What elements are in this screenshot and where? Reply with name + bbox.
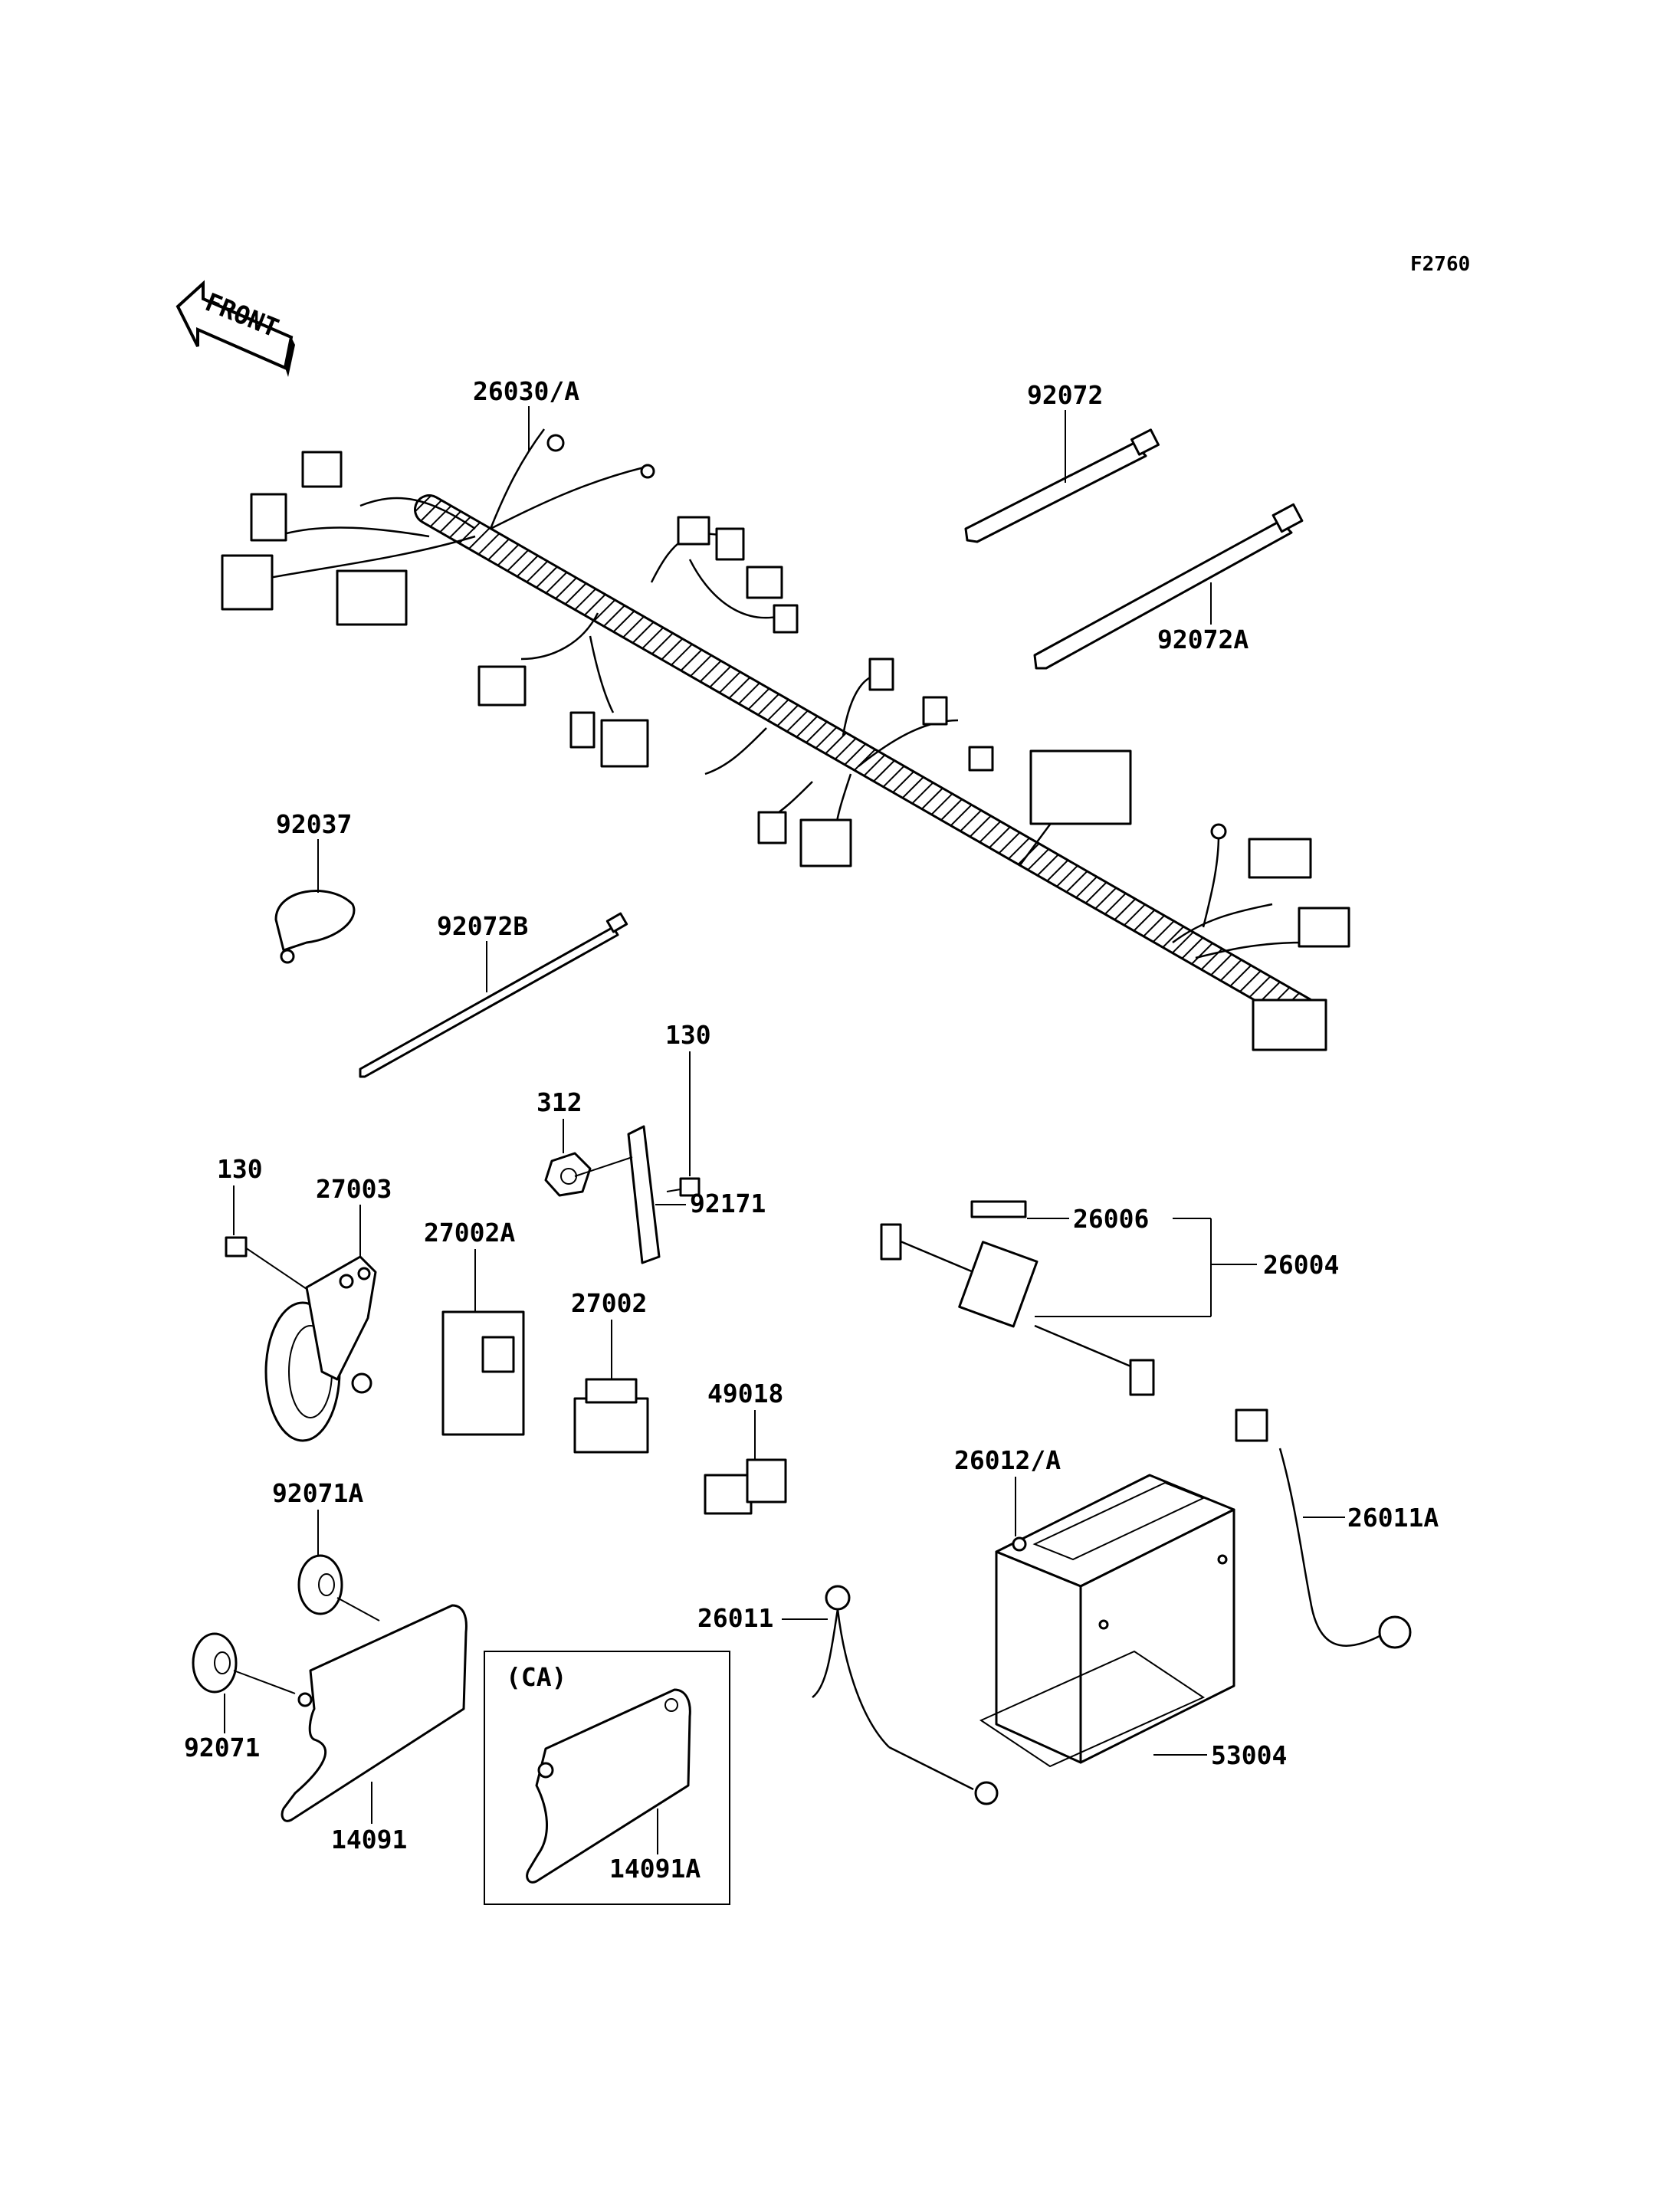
figure-id: F2760 bbox=[1410, 253, 1470, 276]
part-92037-label: 92037 bbox=[276, 809, 352, 839]
horn-27003 bbox=[225, 1236, 377, 1442]
part-130-lower-label: 130 bbox=[217, 1154, 263, 1184]
part-49018-label: 49018 bbox=[707, 1379, 783, 1408]
part-26030A-label: 26030/A bbox=[473, 376, 579, 406]
part-26011-label: 26011 bbox=[697, 1603, 773, 1633]
part-92071A-label: 92071A bbox=[272, 1478, 363, 1508]
lead-26011 bbox=[812, 1585, 999, 1805]
nut-312 bbox=[544, 1152, 592, 1197]
clamp-92037 bbox=[274, 890, 356, 964]
grommet-92071A bbox=[297, 1554, 343, 1615]
part-27002-label: 27002 bbox=[571, 1288, 647, 1318]
part-26012A-label: 26012/A bbox=[954, 1445, 1061, 1475]
part-27002A-label: 27002A bbox=[424, 1218, 515, 1248]
part-26011A-label: 26011A bbox=[1347, 1503, 1439, 1533]
fuse-26006 bbox=[970, 1200, 1027, 1218]
bracket-92171 bbox=[574, 1125, 661, 1264]
relay-27002 bbox=[573, 1378, 649, 1454]
part-92171-label: 92171 bbox=[690, 1189, 766, 1218]
part-92071-label: 92071 bbox=[184, 1733, 260, 1763]
part-92072B-label: 92072B bbox=[437, 911, 528, 941]
ca-inset-box bbox=[484, 1651, 730, 1905]
part-26004-label: 26004 bbox=[1263, 1250, 1339, 1280]
bolt-130-upper bbox=[666, 1177, 701, 1197]
battery-26012A bbox=[995, 1474, 1235, 1764]
cover-14091A bbox=[526, 1688, 691, 1884]
part-53004-label: 53004 bbox=[1211, 1740, 1287, 1770]
lead-26011A bbox=[1235, 1408, 1412, 1649]
wiring-harness bbox=[221, 428, 1350, 1051]
part-130-upper-label: 130 bbox=[665, 1020, 711, 1050]
part-26006-label: 26006 bbox=[1073, 1204, 1149, 1234]
part-92072-label: 92072 bbox=[1027, 380, 1103, 410]
ca-inset-label: (CA) bbox=[506, 1662, 566, 1692]
battery-sheet-53004 bbox=[979, 1650, 1206, 1768]
cable-tie-92072B bbox=[359, 912, 628, 1078]
relay-27002A bbox=[441, 1310, 525, 1436]
part-92072A-label: 92072A bbox=[1157, 625, 1249, 654]
front-arrow-icon: FRONT bbox=[176, 280, 295, 377]
part-312-label: 312 bbox=[536, 1087, 582, 1117]
grommet-92071 bbox=[192, 1632, 238, 1694]
cover-14091 bbox=[281, 1604, 468, 1822]
cable-tie-92072A bbox=[1033, 503, 1304, 670]
fuse-holder-26004 bbox=[880, 1223, 1155, 1396]
connector-49018 bbox=[704, 1458, 787, 1515]
part-27003-label: 27003 bbox=[316, 1174, 392, 1204]
part-14091-label: 14091 bbox=[331, 1825, 407, 1854]
cable-tie-92072 bbox=[964, 428, 1160, 543]
part-14091A-label: 14091A bbox=[609, 1854, 701, 1884]
